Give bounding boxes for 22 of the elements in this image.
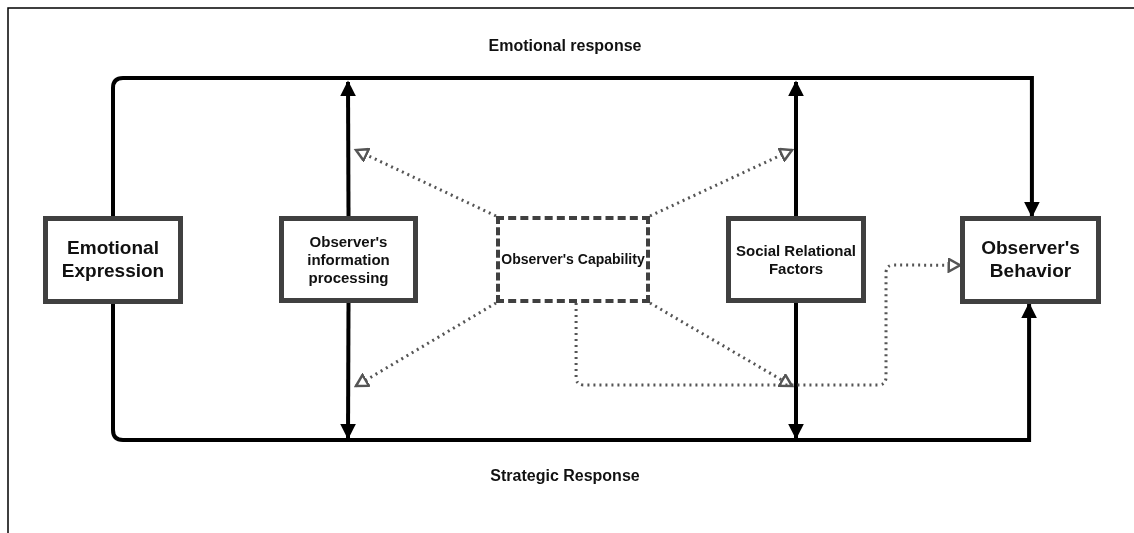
box-label: Observer's Behavior (980, 237, 1081, 283)
process-box (726, 216, 866, 303)
arrow (788, 80, 804, 216)
process-box (279, 216, 418, 303)
arrow (111, 302, 1038, 442)
box-label: Social Relational Factors (734, 241, 857, 278)
process-box (43, 216, 183, 304)
arrow (111, 76, 1040, 218)
arrow (340, 303, 357, 440)
dotted-arrow (649, 147, 794, 218)
dotted-arrow (354, 147, 497, 218)
dashed-box (496, 216, 650, 303)
box-label: Observer's information processing (306, 232, 391, 287)
dotted-arrow (354, 301, 497, 388)
process-box (960, 216, 1101, 304)
arrow (340, 80, 357, 216)
dotted-arrow (574, 257, 962, 387)
dotted-arrow (649, 301, 794, 388)
box-label: Observer's Capability (501, 251, 645, 268)
arrow (788, 303, 804, 440)
box-label: Emotional Expression (60, 237, 166, 283)
edge-label: Strategic Response (487, 467, 643, 485)
